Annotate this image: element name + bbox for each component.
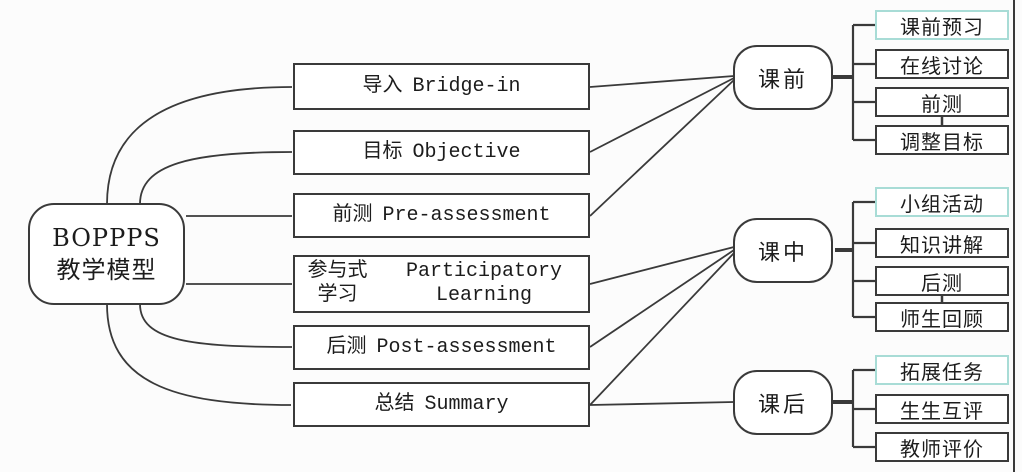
connector-objective-before: [589, 77, 735, 153]
connector-root-bridge-in: [106, 86, 293, 205]
stage-box-summary: 总结 Summary: [293, 382, 590, 427]
stage-label-en: Participatory Learning: [405, 260, 562, 307]
stage-label-zh: 导入: [362, 74, 403, 98]
phase-node-before-class: 课前: [733, 45, 833, 110]
stage-label-zh: 前测: [332, 203, 373, 227]
phase-label: 课后: [757, 391, 808, 417]
item-box-peer-assessment: 生生互评: [875, 394, 1009, 424]
item-box-teacher-assessment: 教师评价: [875, 432, 1009, 462]
item-box-teacher-student-review: 师生回顾: [875, 302, 1009, 332]
connector-summary-after: [589, 401, 735, 406]
stage-label-en: Post-assessment: [376, 335, 557, 359]
stage-label-en: Pre-assessment: [382, 203, 551, 227]
item-box-adjust-objectives: 调整目标: [875, 125, 1009, 155]
item-box-pretest: 前测: [875, 87, 1009, 117]
root-label-line1: BOPPPS: [52, 223, 161, 252]
stage-box-bridge-in: 导入 Bridge-in: [293, 63, 590, 110]
stage-box-post-assessment: 后测 Post-assessment: [293, 325, 590, 370]
stage-label-en: Objective: [412, 140, 521, 164]
connector-root-objective: [139, 151, 293, 205]
phase-label: 课前: [757, 66, 808, 92]
stage-box-objective: 目标 Objective: [293, 130, 590, 175]
stage-label-zh: 总结: [374, 392, 415, 416]
stage-label-en: Summary: [424, 392, 509, 416]
connector-summary-during: [589, 252, 735, 406]
stage-box-pre-assessment: 前测 Pre-assessment: [293, 193, 590, 238]
connector-participatory-during: [589, 246, 735, 285]
connector-postassess-during: [589, 249, 735, 348]
item-box-preview: 课前预习: [875, 10, 1009, 40]
item-box-knowledge-explain: 知识讲解: [875, 228, 1009, 258]
phase-label: 课中: [757, 239, 808, 265]
stage-label-zh: 参与式学习: [307, 260, 368, 307]
root-label-line2: 教学模型: [56, 256, 157, 284]
item-box-extension-task: 拓展任务: [875, 355, 1009, 385]
root-node: BOPPPS 教学模型: [28, 203, 185, 305]
connector-preassess-before: [589, 79, 735, 217]
item-box-posttest: 后测: [875, 266, 1009, 296]
connector-root-postassess: [139, 303, 293, 348]
stage-label-zh: 后测: [326, 335, 367, 359]
stage-label-zh: 目标: [362, 140, 403, 164]
connector-bridge-in-before: [589, 75, 735, 88]
stage-label-en: Bridge-in: [412, 74, 521, 98]
phase-node-during-class: 课中: [733, 218, 833, 283]
item-box-group-activity: 小组活动: [875, 187, 1009, 217]
item-box-online-discussion: 在线讨论: [875, 49, 1009, 79]
phase-node-after-class: 课后: [733, 370, 833, 435]
connector-root-summary: [106, 303, 292, 406]
stage-box-participatory-learning: 参与式学习 Participatory Learning: [293, 255, 590, 313]
